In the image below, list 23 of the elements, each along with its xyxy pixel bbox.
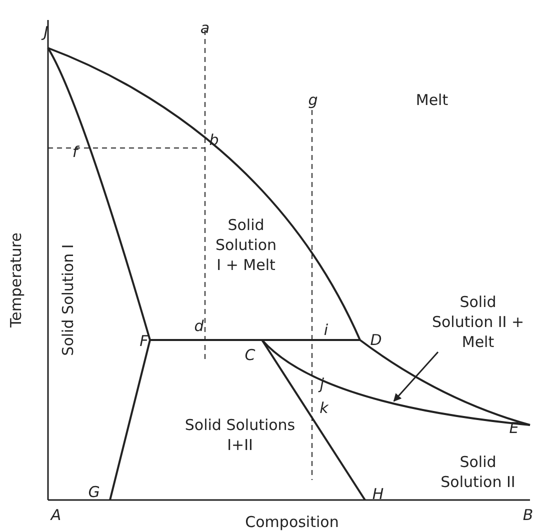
point-label: F <box>140 331 148 351</box>
point-label: H <box>372 484 384 504</box>
axis-title: Composition <box>245 512 339 532</box>
point-label: A <box>50 505 62 525</box>
point-label: j <box>320 374 324 394</box>
region-label: Solid Solution II <box>440 452 516 492</box>
axis-title: Temperature <box>6 232 26 328</box>
point-label: k <box>320 398 328 418</box>
point-label: i <box>324 320 328 340</box>
region-label: Solid Solutions I+II <box>184 415 296 455</box>
point-label: C <box>244 345 256 365</box>
point-label: B <box>522 505 534 525</box>
point-label: G <box>88 482 100 502</box>
region-label: Solid Solution II + Melt <box>428 292 528 352</box>
point-label: d <box>194 316 204 336</box>
point-label: J <box>44 22 48 42</box>
leader-arrow <box>393 352 439 402</box>
point-label: D <box>370 330 382 350</box>
region-label: Solid Solution I <box>58 244 78 356</box>
point-label: g <box>308 90 318 110</box>
region-label: Solid Solution I + Melt <box>214 215 278 275</box>
region-label: Melt <box>416 90 448 110</box>
point-label: a <box>200 18 210 38</box>
